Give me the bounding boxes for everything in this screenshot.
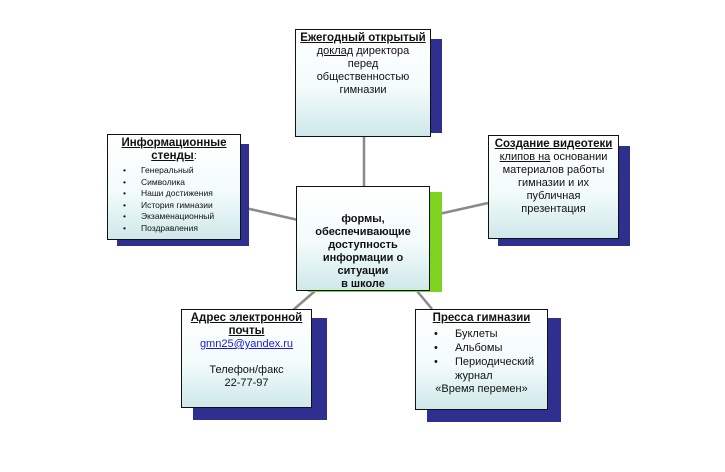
center-line1: формы, [341, 213, 385, 225]
list-item: Наши достижения [111, 188, 237, 200]
list-item: Буклеты [419, 327, 544, 341]
list-item: История гимназии [111, 200, 237, 212]
spacer [185, 351, 308, 364]
left-node-colon: : [193, 150, 197, 162]
center-line2: обеспечивающие [315, 226, 411, 238]
right-node-line1-rest: основании [550, 151, 608, 163]
top-node: Ежегодный открытый доклад директора пере… [295, 29, 431, 137]
bottom-right-list: Буклеты Альбомы Периодический журнал [419, 327, 544, 383]
list-item: Поздравления [111, 223, 237, 235]
center-node: формы, обеспечивающие доступность информ… [296, 186, 430, 291]
top-node-line1: доклад директора [299, 45, 427, 58]
right-node-line5: презентация [521, 203, 586, 215]
right-node-title: Создание видеотеки [494, 138, 613, 150]
top-node-link: доклад [316, 45, 354, 57]
phone-number: 22-77-97 [224, 377, 269, 389]
bottom-right-title: Пресса гимназии [432, 312, 531, 324]
connector-bottom-right [416, 290, 433, 310]
right-node-line2: материалов работы [502, 164, 605, 176]
connector-bottom-left [291, 290, 316, 312]
top-node-line1-rest: директора [353, 45, 410, 57]
list-item: Альбомы [419, 341, 544, 355]
left-node-title-line2-wrap: стенды: [111, 150, 237, 163]
center-line3: доступность [328, 239, 398, 251]
right-node: Создание видеотеки клипов на основании м… [488, 135, 619, 239]
right-node-line4: публичная [526, 190, 581, 202]
phone-label: Телефон/факс [209, 364, 284, 376]
bottom-left-node: Адрес электронной почты gmn25@yandex.ru … [181, 309, 312, 408]
center-line4: информации о ситуации [322, 252, 404, 277]
list-item: Экзаменационный [111, 211, 237, 223]
top-node-line3: общественностью [316, 71, 410, 83]
right-node-line1: клипов на основании [492, 151, 615, 164]
top-node-title: Ежегодный открытый [300, 32, 426, 44]
left-node-title-line1: Информационные [121, 137, 227, 149]
bottom-left-title-line1: Адрес электронной [190, 312, 303, 324]
left-node-title-line2: стенды [151, 150, 194, 162]
center-line5: в школе [341, 278, 385, 290]
right-node-line1-underlined: клипов на [499, 151, 551, 163]
list-item: Символика [111, 177, 237, 189]
right-node-line3: гимназии и их [517, 177, 590, 189]
connector-left [240, 205, 299, 222]
list-item: Периодический журнал [419, 355, 544, 383]
bottom-right-footer: «Время перемен» [435, 383, 528, 395]
bottom-right-node: Пресса гимназии Буклеты Альбомы Периодич… [415, 309, 548, 410]
top-node-line2: перед [347, 58, 379, 70]
list-item: Генеральный [111, 165, 237, 177]
left-node: Информационные стенды: Генеральный Симво… [107, 134, 241, 240]
email-link[interactable]: gmn25@yandex.ru [199, 338, 294, 350]
left-node-list: Генеральный Символика Наши достижения Ис… [111, 165, 237, 234]
top-node-line4: гимназии [339, 84, 387, 96]
bottom-left-title-line2: почты [228, 325, 265, 337]
